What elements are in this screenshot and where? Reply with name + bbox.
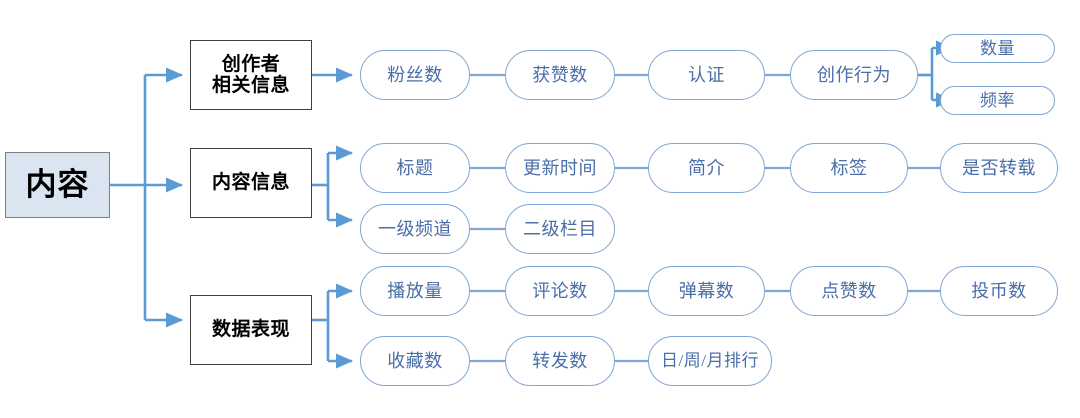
pill-frequency[interactable]: 频率 bbox=[940, 86, 1055, 115]
pill-tags[interactable]: 标签 bbox=[790, 143, 908, 193]
pill-play-count[interactable]: 播放量 bbox=[360, 266, 470, 316]
pill-share-count[interactable]: 转发数 bbox=[505, 336, 615, 386]
pill-primary-channel[interactable]: 一级频道 bbox=[360, 204, 470, 254]
pill-danmaku-count[interactable]: 弹幕数 bbox=[648, 266, 765, 316]
pill-favorite-count[interactable]: 收藏数 bbox=[360, 336, 470, 386]
performance-branch-connectors bbox=[312, 283, 354, 369]
pill-update-time[interactable]: 更新时间 bbox=[505, 143, 615, 193]
pill-daily-weekly-monthly-ranking[interactable]: 日/周/月排行 bbox=[648, 336, 772, 386]
pill-like-count[interactable]: 点赞数 bbox=[790, 266, 908, 316]
pill-description[interactable]: 简介 bbox=[648, 143, 765, 193]
pill-creation-behavior[interactable]: 创作行为 bbox=[790, 50, 918, 100]
pill-fans-count[interactable]: 粉丝数 bbox=[360, 50, 470, 100]
pill-verification[interactable]: 认证 bbox=[648, 50, 765, 100]
pill-is-repost[interactable]: 是否转载 bbox=[940, 143, 1058, 193]
category-node-creator-info[interactable]: 创作者 相关信息 bbox=[190, 40, 312, 110]
category-node-content-info[interactable]: 内容信息 bbox=[190, 148, 312, 218]
content-branch-connectors bbox=[312, 145, 354, 228]
pill-comment-count[interactable]: 评论数 bbox=[505, 266, 615, 316]
root-node-content[interactable]: 内容 bbox=[5, 152, 110, 218]
pill-title[interactable]: 标题 bbox=[360, 143, 470, 193]
pill-secondary-column[interactable]: 二级栏目 bbox=[505, 204, 615, 254]
pill-quantity[interactable]: 数量 bbox=[940, 34, 1055, 63]
pill-coin-count[interactable]: 投币数 bbox=[940, 266, 1058, 316]
category-node-data-performance[interactable]: 数据表现 bbox=[190, 295, 312, 365]
root-trunk-connectors bbox=[110, 67, 184, 328]
pill-likes-received[interactable]: 获赞数 bbox=[505, 50, 615, 100]
